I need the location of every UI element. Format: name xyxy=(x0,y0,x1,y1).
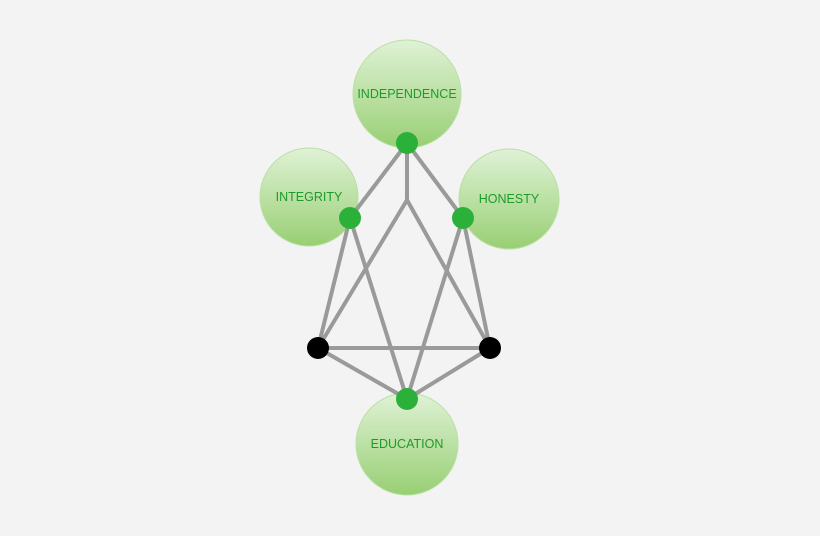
edge-left-junction-education xyxy=(316,346,409,401)
edge-right-junction-education xyxy=(405,346,492,401)
edge-integrity-left-junction xyxy=(316,216,352,350)
value-labels: INDEPENDENCE INTEGRITY HONESTY EDUCATION xyxy=(276,87,540,451)
connection-edges xyxy=(316,141,492,401)
edge-honesty-education xyxy=(405,216,465,401)
edge-integrity-education xyxy=(348,216,409,401)
value-circles xyxy=(259,39,560,496)
right-junction-dot xyxy=(479,337,501,359)
edge-center-left-junction xyxy=(316,198,409,350)
edge-independence-integrity xyxy=(348,141,409,220)
left-junction-dot xyxy=(307,337,329,359)
independence-connector-dot xyxy=(396,132,418,154)
education-connector-dot xyxy=(396,388,418,410)
honesty-circle xyxy=(458,148,560,250)
integrity-connector-dot xyxy=(339,207,361,229)
edge-independence-honesty xyxy=(405,141,465,220)
integrity-circle xyxy=(259,147,359,247)
edge-center-right-junction xyxy=(405,198,492,350)
honesty-label: HONESTY xyxy=(479,192,540,206)
edge-honesty-right-junction xyxy=(461,216,492,350)
connector-dots xyxy=(307,132,501,410)
education-label: EDUCATION xyxy=(371,437,444,451)
independence-label: INDEPENDENCE xyxy=(357,87,456,101)
integrity-label: INTEGRITY xyxy=(276,190,343,204)
honesty-connector-dot xyxy=(452,207,474,229)
